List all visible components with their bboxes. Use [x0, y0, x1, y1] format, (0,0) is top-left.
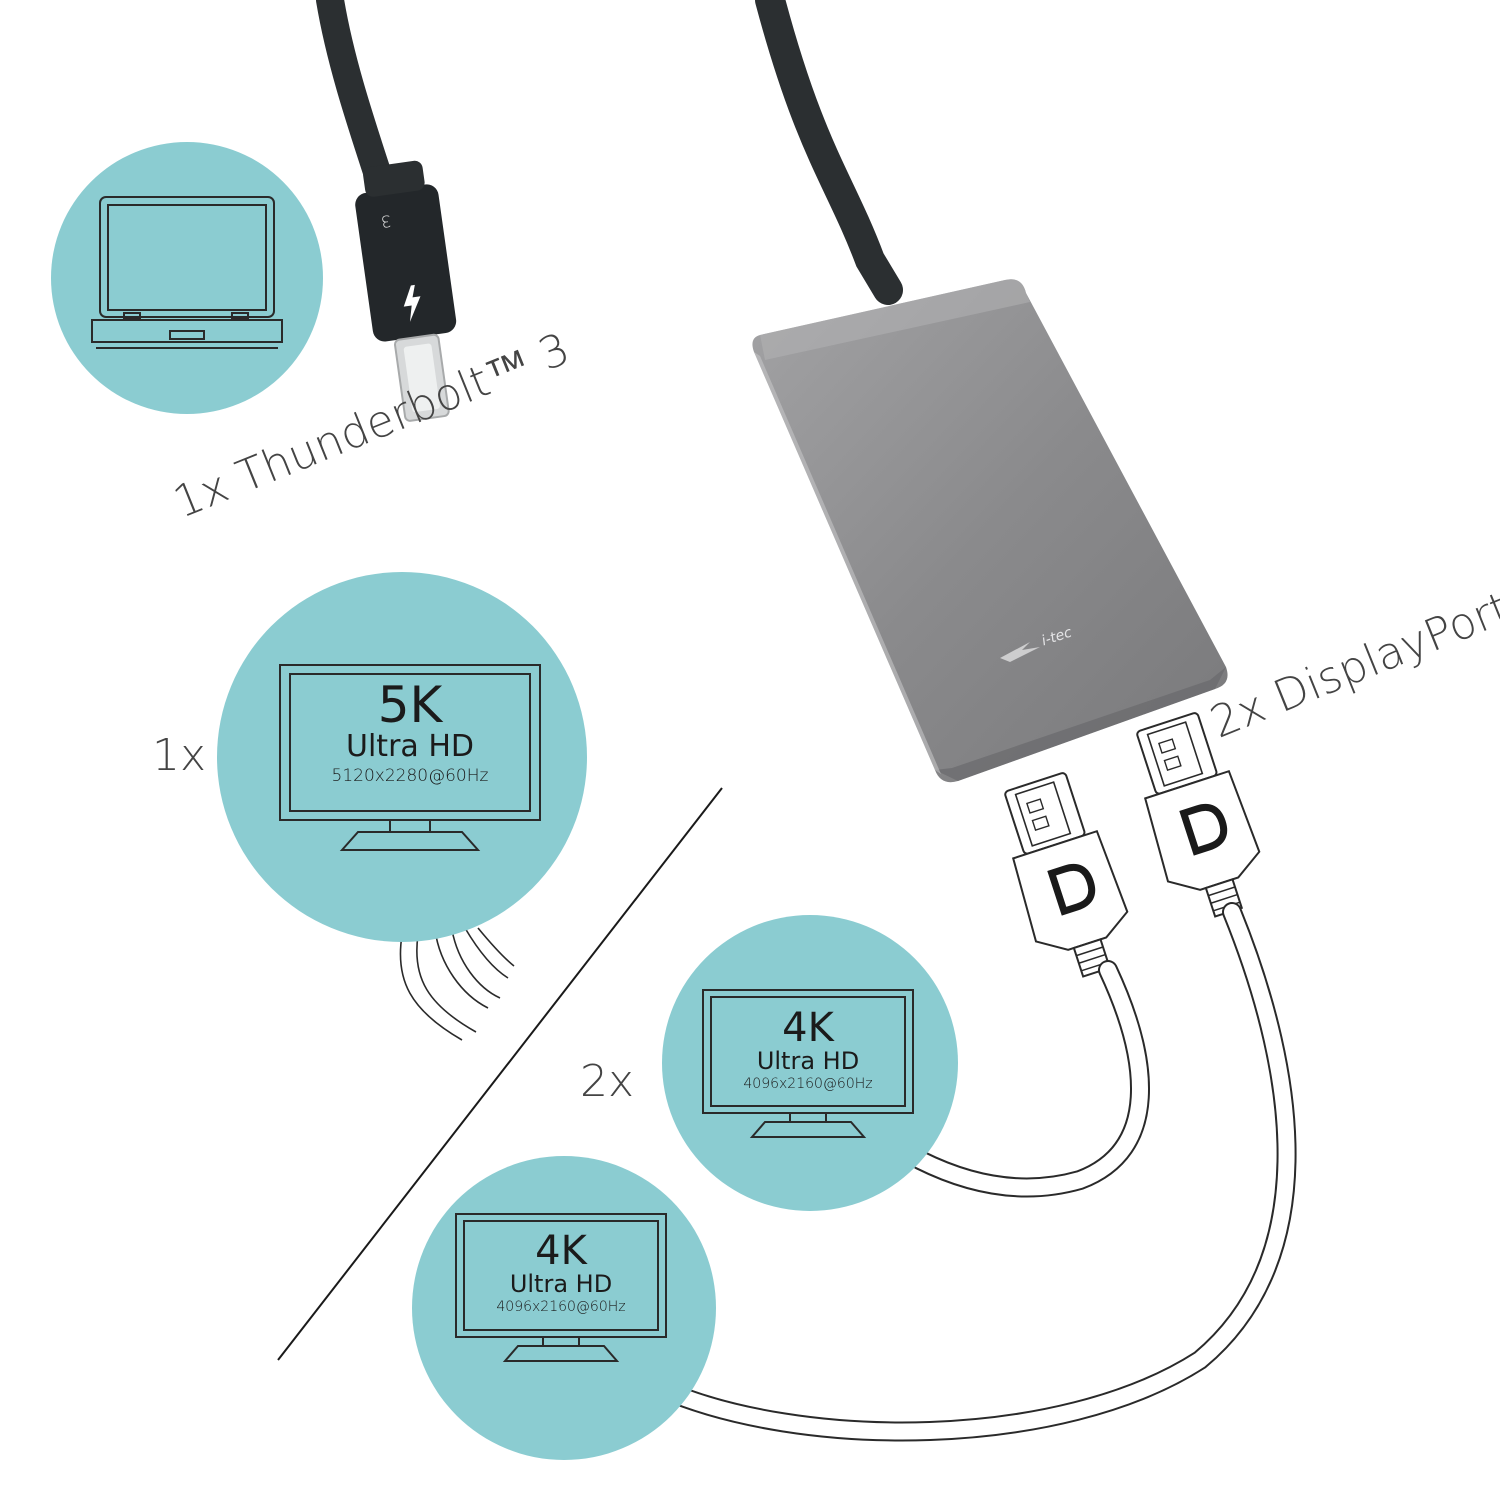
thunderbolt-cable — [755, 0, 903, 305]
displayport-cable-right — [650, 902, 1297, 1442]
monitor-4k-screen-bottom: 4K Ultra HD 4096x2160@60Hz — [464, 1231, 658, 1314]
monitor-4k-screen-top: 4K Ultra HD 4096x2160@60Hz — [711, 1008, 905, 1091]
monitor-5k-screen: 5K Ultra HD 5120x2280@60Hz — [290, 680, 530, 785]
monitor-5k-spec: 5120x2280@60Hz — [331, 766, 489, 786]
laptop-circle — [51, 142, 323, 414]
monitor-4k-icon-bottom — [455, 1213, 667, 1362]
monitor-4k-icon-top — [702, 989, 914, 1138]
displayport-plug-right — [1136, 712, 1261, 918]
thunderbolt-plug — [355, 160, 457, 422]
monitor-4k-circle-bottom — [412, 1156, 716, 1460]
monitor-4k-top-resolution: 4K — [782, 1005, 834, 1051]
dual-display-count: 2x — [580, 1056, 635, 1107]
monitor-5k-icon — [279, 664, 541, 851]
thunderbolt-cable-upper — [316, 0, 392, 189]
monitor-4k-bottom-name: Ultra HD — [509, 1270, 613, 1298]
monitor-5k-cables — [399, 927, 515, 1041]
monitor-5k-resolution: 5K — [377, 676, 443, 734]
brand-logo-icon — [1000, 642, 1040, 662]
laptop-icon — [91, 196, 283, 349]
divider-line — [277, 787, 723, 1361]
displayport-plug-left — [1004, 772, 1129, 978]
cable-plug-marking: 3 — [379, 211, 393, 232]
single-display-count: 1x — [152, 730, 207, 781]
monitor-5k-name: Ultra HD — [346, 729, 474, 764]
monitor-4k-top-name: Ultra HD — [756, 1047, 860, 1075]
adapter-body — [752, 279, 1228, 783]
monitor-4k-bottom-resolution: 4K — [535, 1228, 587, 1274]
monitor-4k-top-spec: 4096x2160@60Hz — [743, 1076, 873, 1092]
displayport-cable-left — [910, 960, 1150, 1198]
monitor-4k-bottom-spec: 4096x2160@60Hz — [496, 1299, 626, 1315]
